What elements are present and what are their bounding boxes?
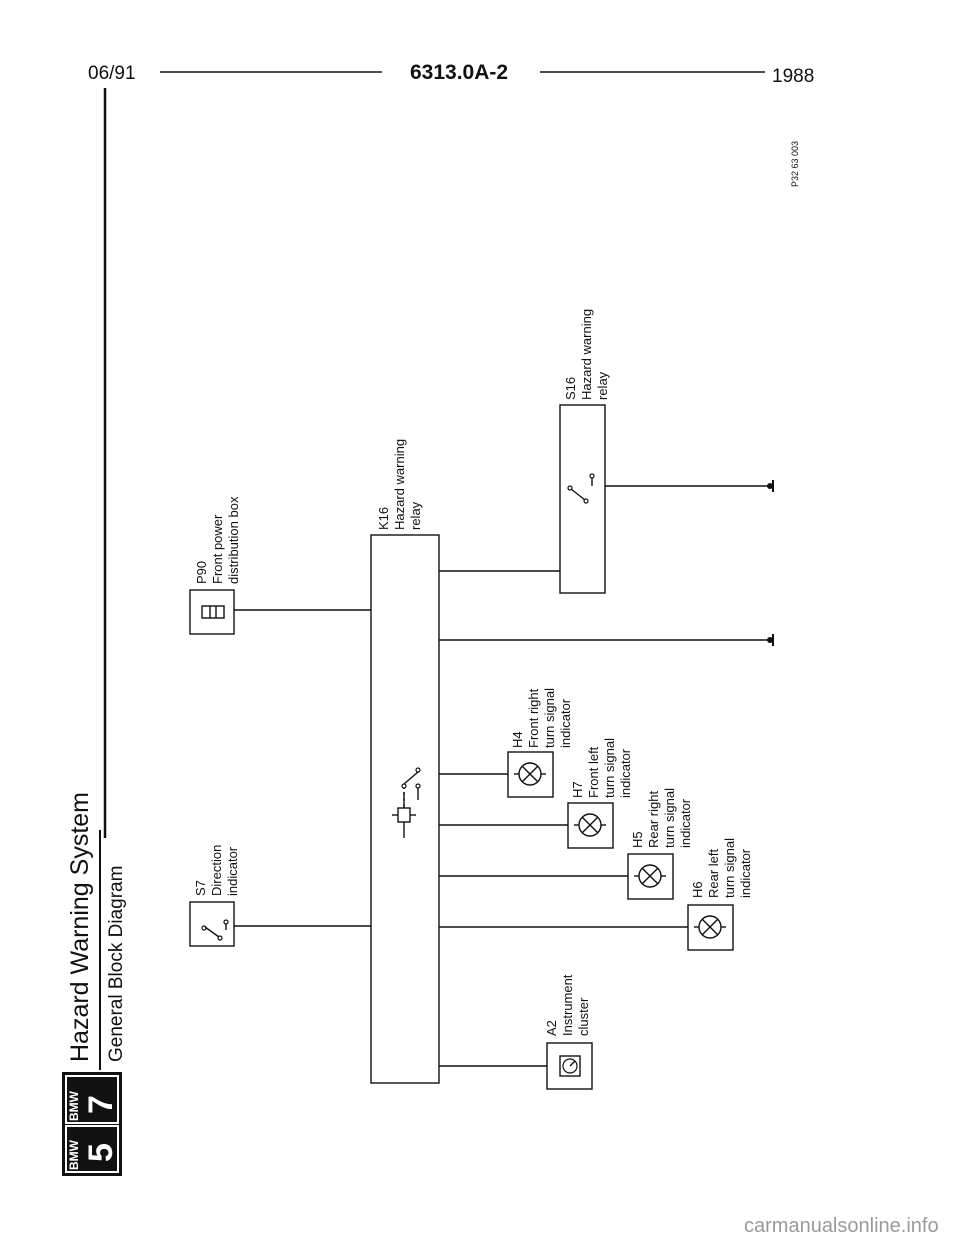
h4-id: H4: [510, 731, 525, 748]
header-year: 1988: [772, 66, 814, 87]
page-title: Hazard Warning System: [66, 792, 94, 1062]
lamp-icon: [574, 813, 606, 837]
p90-label-2: distribution box: [226, 496, 241, 584]
bmw-series-logos: BMW 7 BMW 5: [62, 1072, 122, 1176]
k16-label-1: Hazard warning: [392, 439, 407, 530]
a2-id: A2: [544, 1020, 559, 1036]
p90-id: P90: [194, 561, 209, 584]
h7-label-2: turn signal: [602, 738, 617, 798]
logo-7-brand: BMW: [67, 1090, 81, 1121]
header-doc-number: 6313.0A-2: [410, 61, 508, 84]
a2-label-1: Instrument: [560, 974, 575, 1036]
lamp-icon: [514, 762, 546, 786]
logo-5-box: [65, 1125, 119, 1173]
switch-icon: [201, 919, 229, 941]
s16-box: [559, 404, 606, 594]
s16-label-2: relay: [595, 371, 610, 400]
h6-label-3: indicator: [738, 848, 753, 898]
p90-box: [189, 589, 235, 635]
h5-id: H5: [630, 831, 645, 848]
k16-id: K16: [376, 507, 391, 530]
k16-label-2: relay: [408, 501, 423, 530]
a2-box: [546, 1042, 593, 1090]
watermark: carmanualsonline.info: [744, 1215, 939, 1237]
k16-relay-block: [370, 534, 440, 1084]
gauge-icon: [559, 1055, 581, 1077]
logo-5-brand: BMW: [67, 1139, 81, 1170]
h5-label-3: indicator: [678, 798, 693, 848]
lamp-icon: [694, 915, 726, 939]
lamp-icon: [634, 864, 666, 888]
p90-label-1: Front power: [210, 514, 225, 584]
logo-7-box: [65, 1075, 119, 1124]
logo-5-number: 5: [82, 1143, 120, 1162]
h6-label-2: turn signal: [722, 838, 737, 898]
a2-label-2: cluster: [576, 997, 591, 1036]
switch-icon: [567, 473, 595, 504]
h4-label-1: Front right: [526, 688, 541, 748]
s7-box: [189, 901, 235, 947]
ground-icon: [767, 480, 774, 492]
s7-id: S7: [193, 880, 208, 896]
reference-code: P32 63 003: [790, 141, 800, 187]
h6-id: H6: [690, 881, 705, 898]
s16-label-1: Hazard warning: [579, 309, 594, 400]
h7-label-3: indicator: [618, 748, 633, 798]
h7-label-1: Front left: [586, 746, 601, 798]
h4-label-3: indicator: [558, 698, 573, 748]
ground-icon: [767, 634, 774, 646]
s7-label-2: indicator: [225, 846, 240, 896]
page-subtitle: General Block Diagram: [106, 866, 127, 1062]
fuse-icon: [201, 605, 225, 619]
logo-7-number: 7: [82, 1095, 120, 1114]
header-date: 06/91: [88, 63, 136, 84]
s7-label-1: Direction: [209, 845, 224, 896]
k16-relay-symbol: [392, 767, 421, 838]
h6-label-1: Rear left: [706, 848, 721, 898]
h5-label-1: Rear right: [646, 791, 661, 848]
h7-id: H7: [570, 781, 585, 798]
h5-label-2: turn signal: [662, 788, 677, 848]
h4-label-2: turn signal: [542, 688, 557, 748]
s16-id: S16: [563, 377, 578, 400]
